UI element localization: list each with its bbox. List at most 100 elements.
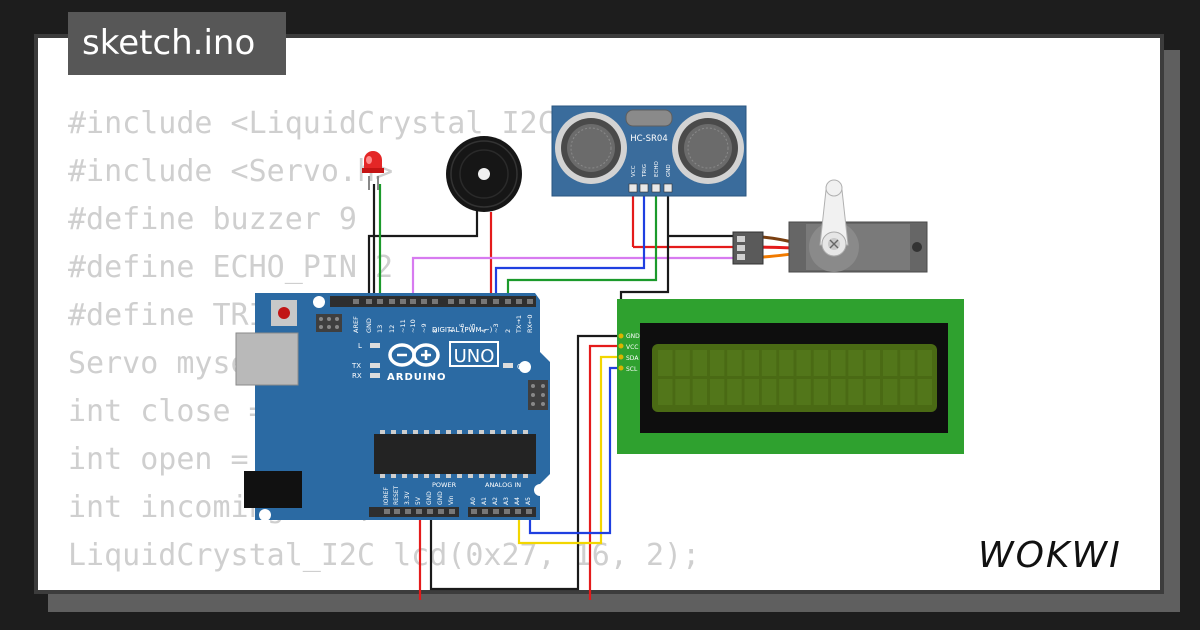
analog-pin-label: A0 — [470, 497, 477, 505]
code-line: #define ECHO_PIN 2 — [68, 250, 394, 285]
wokwi-logo: WOKWI — [978, 535, 1122, 576]
lcd-pin-vcc: VCC — [626, 344, 638, 351]
digital-pin-label: AREF — [352, 316, 360, 333]
hc-pin-trig: TRIG — [642, 164, 648, 178]
power-header-label: POWER — [432, 481, 457, 489]
power-pin-label: RESET — [393, 485, 400, 505]
buzzer[interactable] — [446, 136, 522, 212]
digital-pin-label: ~3 — [492, 323, 500, 333]
analog-pin-label: A2 — [492, 497, 499, 505]
analog-pin-label: A5 — [525, 497, 532, 505]
analog-header — [468, 507, 536, 517]
digital-pin-label: 12 — [388, 325, 396, 333]
digital-pin-label: TX→1 — [515, 315, 523, 334]
header-pin[interactable] — [416, 509, 422, 514]
power-pin-label: 5V — [415, 496, 422, 505]
header-pin[interactable] — [449, 509, 455, 514]
rx-label: RX — [352, 372, 362, 380]
wire-servo-signal — [411, 256, 736, 300]
wire-buzzer-gnd — [367, 208, 479, 300]
digital-pin[interactable] — [421, 299, 427, 304]
wire-lcd-scl — [528, 366, 621, 535]
header-pin[interactable] — [384, 509, 390, 514]
digital-pin[interactable] — [448, 299, 454, 304]
icsp2-header — [528, 380, 548, 410]
wokwi-logo-text: WOKWI — [978, 535, 1122, 576]
digital-pin[interactable] — [493, 299, 499, 304]
digital-pin-label: GND — [365, 318, 373, 333]
red-led[interactable] — [362, 151, 384, 190]
ultrasonic-sensor[interactable]: HC-SR04 VCC TRIG ECHO GND — [551, 105, 747, 197]
l-label: L — [358, 342, 362, 350]
digital-pin[interactable] — [459, 299, 465, 304]
lcd-pin-gnd: GND — [626, 333, 640, 340]
digital-pin[interactable] — [527, 299, 533, 304]
power-header — [369, 507, 459, 517]
header-pin[interactable] — [482, 509, 488, 514]
digital-pin[interactable] — [516, 299, 522, 304]
wire-lcd-sda — [517, 355, 621, 545]
digital-pin[interactable] — [377, 299, 383, 304]
power-pin-label: Vin — [448, 495, 455, 505]
header-pin[interactable] — [526, 509, 532, 514]
digital-pin-label: 2 — [504, 329, 512, 333]
lcd-character-grid — [658, 350, 932, 405]
digital-pin[interactable] — [432, 299, 438, 304]
digital-header-label: DIGITAL (PWM ~) — [432, 326, 493, 334]
header-pin[interactable] — [493, 509, 499, 514]
arduino-logo — [388, 343, 440, 367]
digital-pin[interactable] — [389, 299, 395, 304]
tx-label: TX — [351, 362, 361, 370]
wire-hc-trig — [494, 192, 646, 300]
digital-pin[interactable] — [410, 299, 416, 304]
header-pin[interactable] — [471, 509, 477, 514]
digital-pin[interactable] — [353, 299, 359, 304]
digital-pin-label: ~11 — [399, 319, 407, 333]
servo-motor[interactable] — [732, 179, 928, 273]
digital-pin-label: ~10 — [409, 319, 417, 333]
hc-pin-echo: ECHO — [654, 161, 660, 177]
analog-pin-label: A4 — [514, 497, 521, 505]
board-logo-text: ARDUINO — [387, 372, 446, 383]
wire-lcd-gnd — [429, 334, 621, 591]
digital-pin[interactable] — [470, 299, 476, 304]
digital-pin-label: ~6 — [458, 323, 466, 333]
lcd-pin-sda: SDA — [626, 355, 639, 362]
code-line: #define buzzer 9 — [68, 202, 357, 237]
hc-pin-header — [628, 183, 673, 193]
hc-pin-gnd: GND — [666, 164, 672, 177]
board-model: UNO — [454, 346, 495, 367]
lcd-pin-scl: SCL — [626, 366, 638, 373]
digital-pin-label: ~5 — [469, 323, 477, 333]
header-pin[interactable] — [438, 509, 444, 514]
sketch-filename-tab[interactable]: sketch.ino — [68, 12, 286, 75]
header-pin[interactable] — [427, 509, 433, 514]
analog-header-label: ANALOG IN — [485, 481, 521, 489]
lcd-pins — [618, 333, 624, 371]
header-pin[interactable] — [394, 509, 400, 514]
power-pin-label: IOREF — [383, 487, 390, 505]
power-jack — [244, 471, 302, 508]
digital-pin-label: ~9 — [420, 323, 428, 333]
header-pin[interactable] — [405, 509, 411, 514]
icsp-header — [316, 314, 342, 332]
digital-pin-label: 8 — [431, 329, 439, 333]
header-pin[interactable] — [515, 509, 521, 514]
power-pin-label: GND — [426, 491, 433, 505]
digital-pin[interactable] — [481, 299, 487, 304]
digital-pin[interactable] — [400, 299, 406, 304]
digital-pin[interactable] — [505, 299, 511, 304]
power-pin-label: GND — [437, 491, 444, 505]
transducer-right — [672, 112, 744, 184]
transducer-left — [555, 112, 627, 184]
lcd-display[interactable]: GND VCC SDA SCL — [617, 299, 964, 454]
wire-lcd-vcc — [588, 344, 621, 600]
digital-pin-label: RX←0 — [526, 314, 534, 333]
digital-pin[interactable] — [366, 299, 372, 304]
analog-pin-label: A3 — [503, 497, 510, 505]
digital-pin-label: 7 — [447, 329, 455, 333]
header-pin[interactable] — [504, 509, 510, 514]
code-line: #include <LiquidCrystal_I2C.h> — [68, 106, 610, 141]
